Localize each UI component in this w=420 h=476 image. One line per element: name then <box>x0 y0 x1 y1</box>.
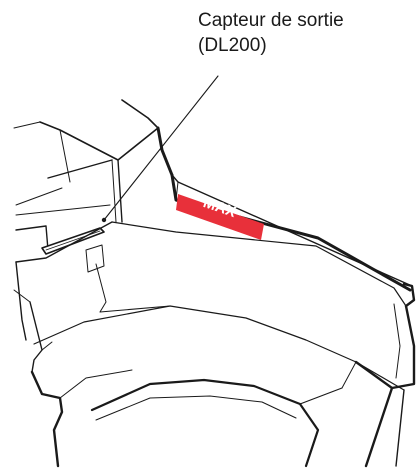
tray-body <box>13 221 407 391</box>
tray-front-edge <box>30 369 343 468</box>
max-band <box>176 194 264 240</box>
exit-sensor-slot <box>41 217 107 273</box>
callout-label-line-2: (DL200) <box>198 35 267 56</box>
machine-housing <box>13 99 174 251</box>
callout-label-line-1: Capteur de sortie <box>198 10 344 31</box>
tray-right-wall <box>341 303 416 468</box>
callout-leader-line <box>103 75 219 221</box>
